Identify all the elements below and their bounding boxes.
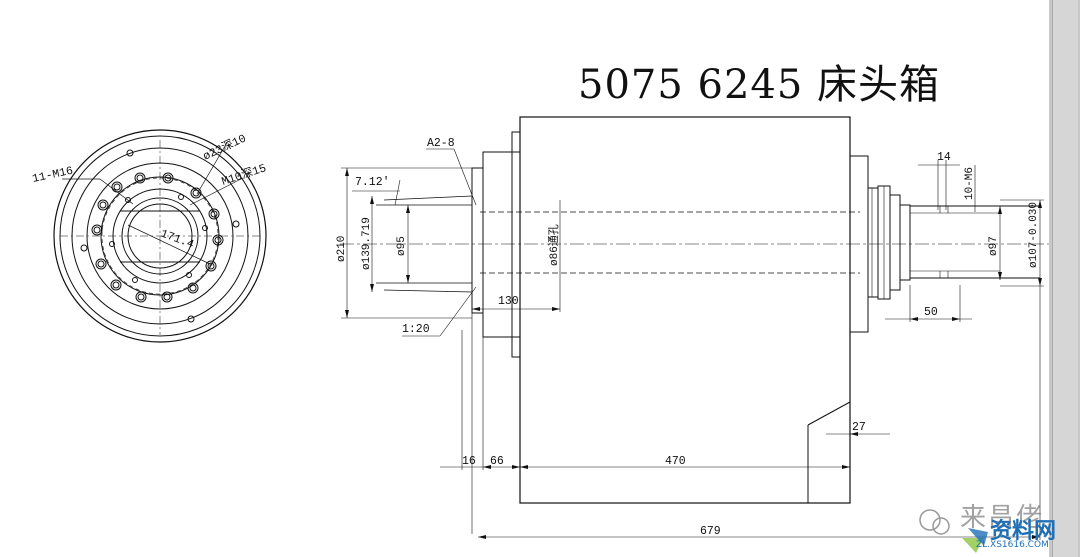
- label-a2-8: A2-8: [427, 137, 455, 150]
- label-d95: ø95: [396, 236, 408, 256]
- watermark-url: ZL.XS1616.COM: [976, 540, 1049, 550]
- label-d210: ø210: [336, 236, 348, 262]
- drawing-title: 5075 6245 床头箱: [578, 62, 941, 108]
- label-14: 14: [937, 151, 951, 164]
- end-view: [53, 129, 267, 343]
- label-130: 130: [498, 295, 519, 308]
- label-m10: M10深15: [220, 160, 268, 189]
- label-d97: ø97: [988, 236, 1000, 256]
- label-50: 50: [924, 306, 938, 319]
- label-27: 27: [852, 421, 866, 434]
- label-taper: 1:20: [402, 323, 430, 336]
- label-angle: 7.12': [355, 176, 390, 189]
- scrollbar-track[interactable]: [1052, 0, 1078, 557]
- label-dia23: ø23深10: [200, 131, 248, 164]
- label-d107: ø107-0.030: [1028, 202, 1040, 268]
- label-679: 679: [700, 525, 721, 538]
- dimension-arrows: [345, 168, 1042, 539]
- watermark-brand: 资料网: [990, 519, 1057, 544]
- label-470: 470: [665, 455, 686, 468]
- label-10-m6: 10-M6: [964, 167, 976, 200]
- label-d139: ø139.719: [361, 217, 373, 270]
- watermark-logo-icon: [919, 509, 988, 553]
- watermark-handle: 来昌佬: [960, 503, 1045, 533]
- side-view: [340, 116, 1050, 540]
- label-16: 16: [462, 455, 476, 468]
- label-bore: ø86通孔: [547, 224, 561, 266]
- label-66: 66: [490, 455, 504, 468]
